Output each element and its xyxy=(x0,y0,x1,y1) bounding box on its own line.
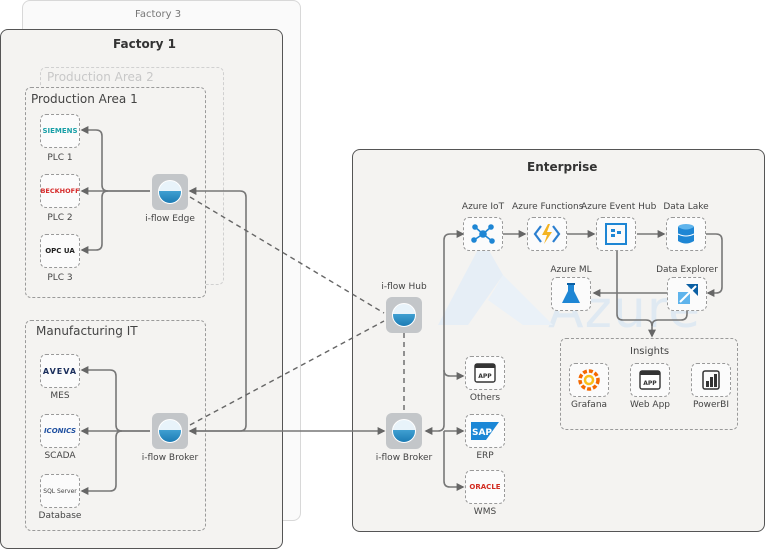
opcua-plc-icon[interactable]: OPC UA xyxy=(40,234,80,268)
grafana-label: Grafana xyxy=(570,400,608,410)
enterprise-title: Enterprise xyxy=(527,160,598,174)
event-hub-icon[interactable] xyxy=(596,217,636,251)
others-app-icon[interactable]: APP xyxy=(465,356,505,390)
database-label: Database xyxy=(38,511,82,521)
sqlserver-logo: SQL Server xyxy=(43,487,77,495)
event-hub-label: Azure Event Hub xyxy=(581,202,657,212)
data-lake-icon[interactable] xyxy=(666,217,706,251)
web-app-label: Web App xyxy=(629,400,671,410)
manufacturing-it-title: Manufacturing IT xyxy=(36,324,138,338)
siemens-logo: SIEMENS xyxy=(42,127,78,135)
iflow-hub-icon[interactable] xyxy=(386,297,422,333)
sap-erp-icon[interactable]: SAP xyxy=(465,414,505,448)
oracle-wms-icon[interactable]: ORACLE xyxy=(465,470,505,504)
svg-text:APP: APP xyxy=(643,380,657,387)
iflow-edge-icon[interactable] xyxy=(152,174,188,210)
data-lake-label: Data Lake xyxy=(663,202,709,212)
others-label: Others xyxy=(469,393,501,403)
azure-functions-label: Azure Functions xyxy=(512,202,584,212)
data-explorer-label: Data Explorer xyxy=(656,265,718,275)
iflow-edge-label: i-flow Edge xyxy=(145,214,195,224)
beckhoff-plc-icon[interactable]: BECKHOFF xyxy=(40,174,80,208)
plc-2-label: PLC 2 xyxy=(47,213,73,223)
azure-functions-icon[interactable] xyxy=(527,217,567,251)
svg-text:SAP: SAP xyxy=(472,428,492,438)
azure-ml-label: Azure ML xyxy=(550,265,592,275)
enterprise-iflow-broker-label: i-flow Broker xyxy=(375,453,433,463)
siemens-plc-icon[interactable]: SIEMENS xyxy=(40,114,80,148)
plc-3-label: PLC 3 xyxy=(47,273,73,283)
azure-ml-icon[interactable] xyxy=(551,277,591,311)
insights-title: Insights xyxy=(630,346,670,357)
data-explorer-icon[interactable] xyxy=(667,277,707,311)
factory-1-title: Factory 1 xyxy=(113,37,176,51)
iflow-hub-label: i-flow Hub xyxy=(381,282,427,292)
factory-iflow-broker-label: i-flow Broker xyxy=(141,453,199,463)
azure-iot-label: Azure IoT xyxy=(461,202,505,212)
powerbi-icon[interactable] xyxy=(691,363,731,397)
opcua-logo: OPC UA xyxy=(45,247,75,255)
production-area-2-title: Production Area 2 xyxy=(47,70,154,84)
grafana-icon[interactable] xyxy=(569,363,609,397)
svg-text:APP: APP xyxy=(478,373,492,380)
factory-iflow-broker-icon[interactable] xyxy=(152,413,188,449)
scada-label: SCADA xyxy=(44,451,76,461)
beckhoff-logo: BECKHOFF xyxy=(40,187,80,195)
aveva-mes-icon[interactable]: AVEVA xyxy=(40,354,80,388)
azure-iot-icon[interactable] xyxy=(463,217,503,251)
oracle-logo: ORACLE xyxy=(469,483,501,491)
erp-label: ERP xyxy=(476,451,494,461)
powerbi-label: PowerBI xyxy=(692,400,730,410)
web-app-icon[interactable]: APP xyxy=(630,363,670,397)
factory-3-title: Factory 3 xyxy=(135,9,182,20)
enterprise-iflow-broker-icon[interactable] xyxy=(386,413,422,449)
iconics-scada-icon[interactable]: ICONICS xyxy=(40,414,80,448)
mes-label: MES xyxy=(50,391,70,401)
sqlserver-database-icon[interactable]: SQL Server xyxy=(40,474,80,508)
wms-label: WMS xyxy=(473,507,497,517)
production-area-1-title: Production Area 1 xyxy=(31,92,138,106)
iconics-logo: ICONICS xyxy=(43,427,77,435)
plc-1-label: PLC 1 xyxy=(47,153,73,163)
aveva-logo: AVEVA xyxy=(42,366,78,376)
